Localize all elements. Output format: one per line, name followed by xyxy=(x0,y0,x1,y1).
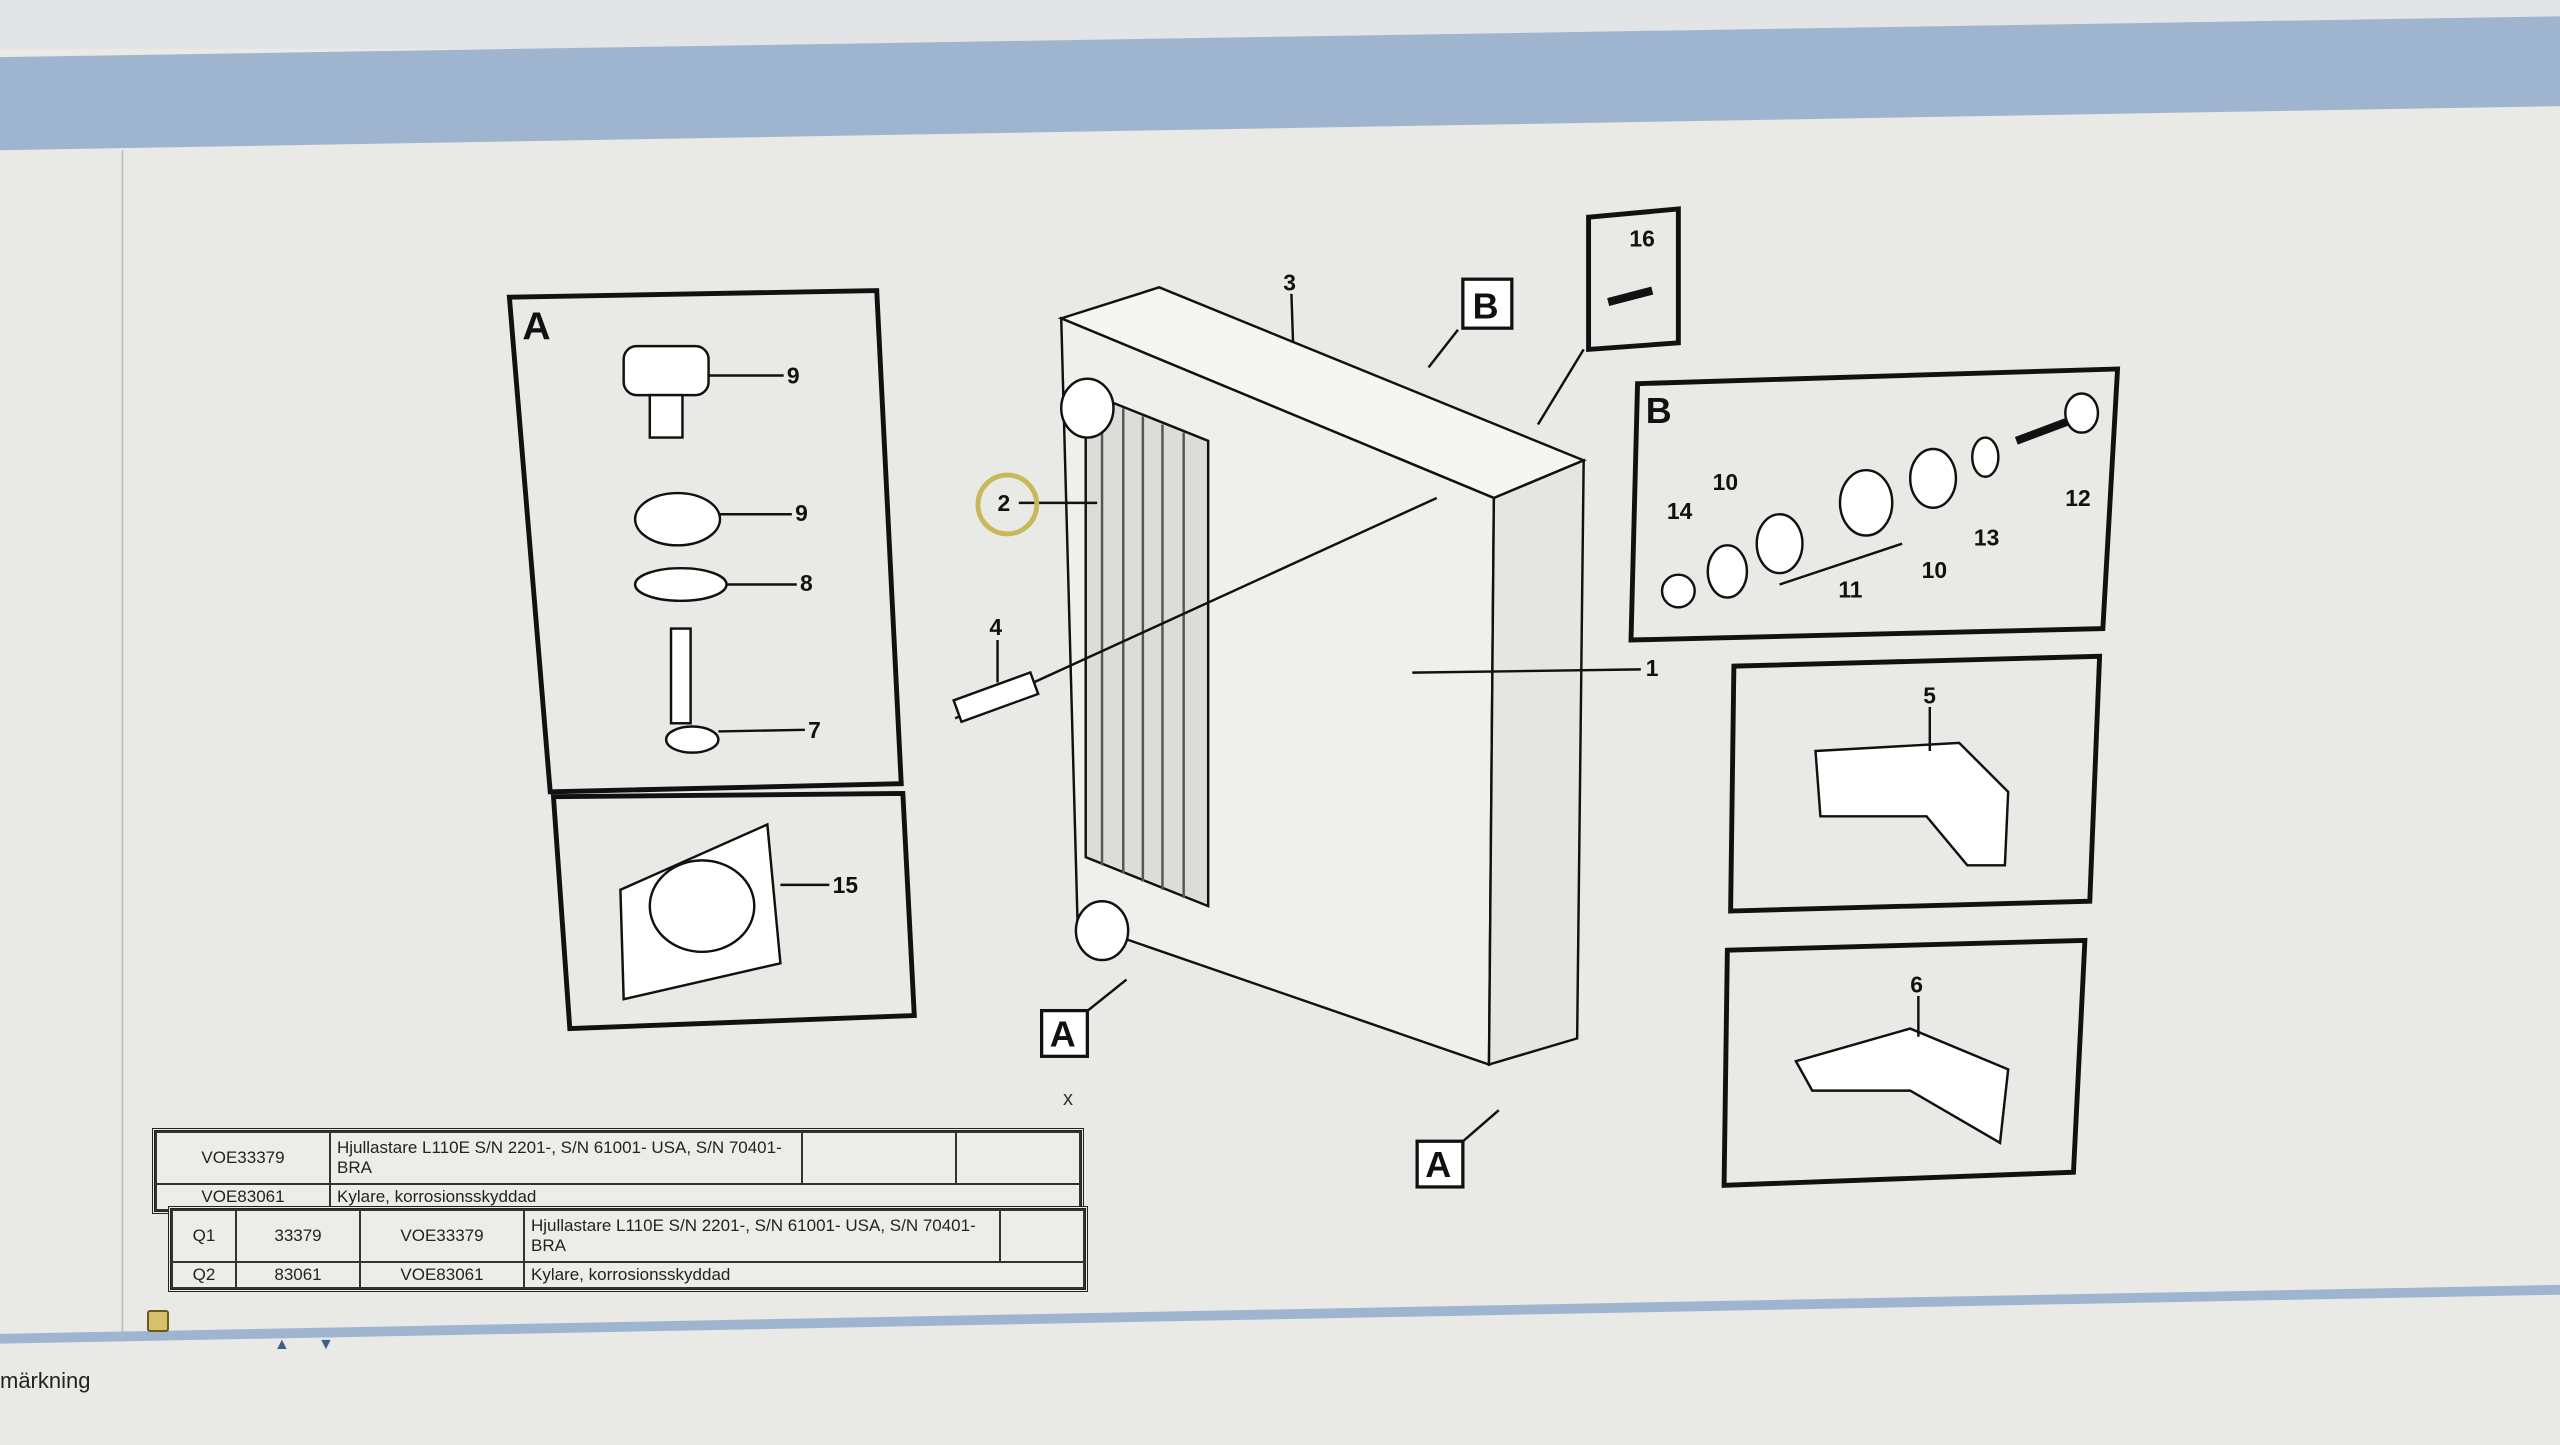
detail-box-6 xyxy=(1721,937,2088,1188)
part-number: 83061 xyxy=(235,1261,361,1289)
part-code: VOE33379 xyxy=(359,1209,525,1263)
position: Q2 xyxy=(171,1261,237,1289)
status-label: märkning xyxy=(0,1368,91,1393)
detail-box-15 xyxy=(550,790,917,1032)
callout-a[interactable]: A xyxy=(1425,1144,1451,1185)
callout-15[interactable]: 15 xyxy=(833,872,859,898)
callout-16[interactable]: 16 xyxy=(1629,226,1654,252)
part-description: Kylare, korrosionsskyddad xyxy=(523,1261,1085,1289)
detail-box-16 xyxy=(1586,206,1681,353)
callout-2[interactable]: 2 xyxy=(998,490,1011,516)
callout-11[interactable]: 11 xyxy=(1838,577,1862,603)
callout-13[interactable]: 13 xyxy=(1974,524,1999,550)
detail-box-a xyxy=(506,288,904,795)
callout-b[interactable]: B xyxy=(1646,390,1672,431)
callout-b[interactable]: B xyxy=(1473,285,1499,326)
callout-14[interactable]: 14 xyxy=(1667,498,1693,524)
callout-10[interactable]: 10 xyxy=(1713,469,1738,495)
callout-12[interactable]: 12 xyxy=(2065,485,2090,511)
part-description: Hjullastare L110E S/N 2201-, S/N 61001- … xyxy=(329,1131,803,1185)
status-indicator[interactable] xyxy=(147,1310,169,1332)
part-code: VOE33379 xyxy=(155,1131,331,1185)
detail-box-5 xyxy=(1728,653,2103,914)
part-code: VOE83061 xyxy=(359,1261,525,1289)
scroll-up-arrow-icon[interactable]: ▲ xyxy=(274,1336,290,1353)
close-popup-button[interactable]: x xyxy=(1063,1088,1073,1110)
part-number: 33379 xyxy=(235,1209,361,1263)
callout-9[interactable]: 9 xyxy=(787,363,800,389)
scroll-down-arrow-icon[interactable]: ▼ xyxy=(318,1336,334,1353)
callout-1[interactable]: 1 xyxy=(1646,655,1659,681)
detail-box-b xyxy=(1628,366,2121,643)
callout-3[interactable]: 3 xyxy=(1283,270,1296,296)
part-description: Hjullastare L110E S/N 2201-, S/N 61001- … xyxy=(523,1209,1001,1263)
callout-a[interactable]: A xyxy=(522,306,550,349)
callout-8[interactable]: 8 xyxy=(800,570,813,596)
callout-6[interactable]: 6 xyxy=(1910,972,1923,998)
callout-a[interactable]: A xyxy=(1050,1014,1076,1055)
callout-7[interactable]: 7 xyxy=(808,717,821,743)
callout-10[interactable]: 10 xyxy=(1922,557,1947,583)
callout-9[interactable]: 9 xyxy=(795,500,808,526)
callout-5[interactable]: 5 xyxy=(1923,683,1936,709)
highlight-ring xyxy=(975,472,1040,537)
position: Q1 xyxy=(171,1209,237,1263)
callout-4[interactable]: 4 xyxy=(989,614,1002,640)
header-band xyxy=(0,16,2560,151)
